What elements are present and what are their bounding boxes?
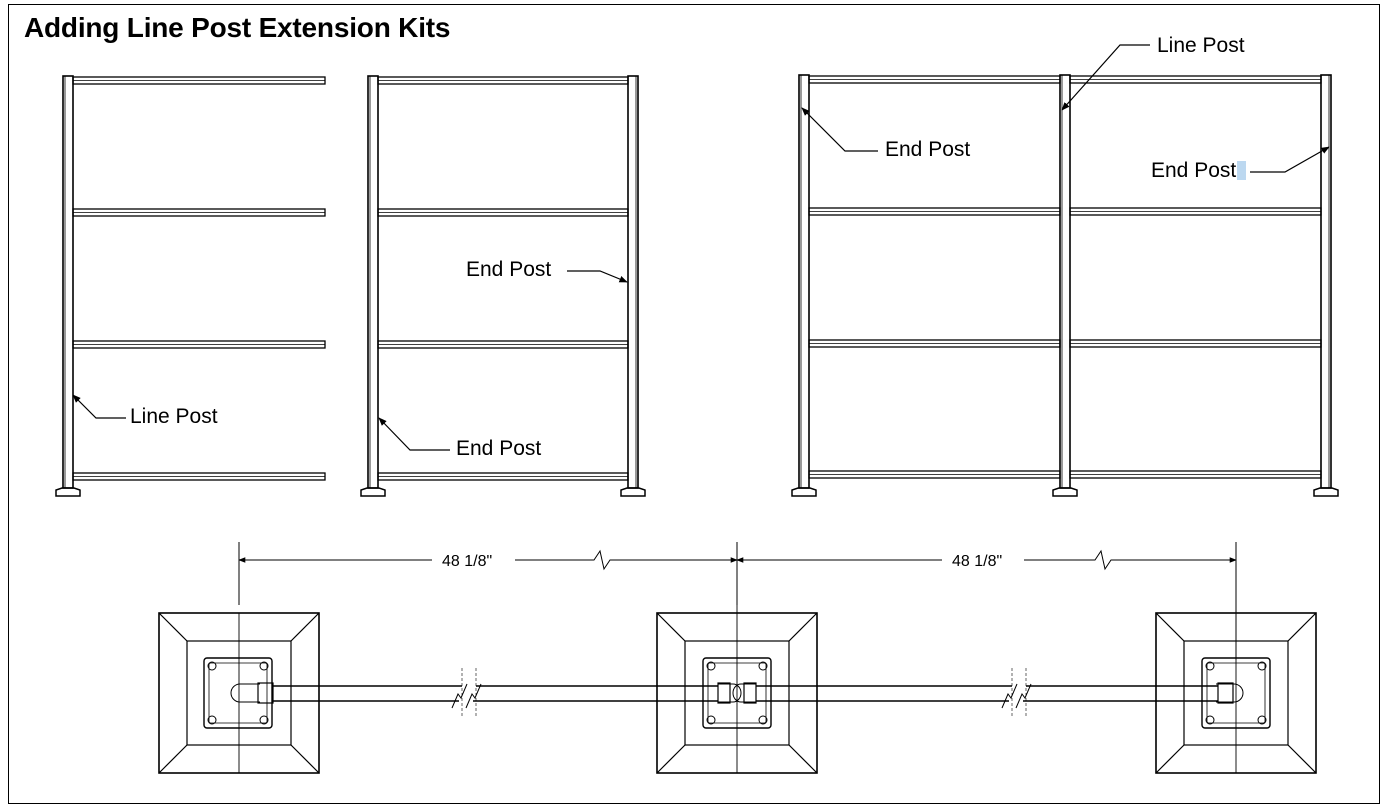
text-selection-highlight: [1237, 161, 1246, 180]
left-panel: Line Post: [55, 75, 326, 497]
right-end-post-right: [1320, 74, 1332, 489]
left-rails: [72, 76, 326, 481]
dimension-row: 48 1/8" 48 1/8": [238, 542, 1237, 660]
right-line-post: [1059, 74, 1071, 489]
plan-rail-right: [743, 668, 1234, 718]
middle-end-post-right: [627, 75, 639, 489]
right-assembly: Line Post End Post End Post: [791, 34, 1339, 497]
left-post-base: [55, 487, 81, 497]
middle-end-post-bottom-leader: [378, 417, 450, 451]
middle-rails: [377, 76, 629, 481]
right-rails: [808, 75, 1322, 479]
right-end-post-right-label: End Post: [1151, 159, 1236, 182]
right-end-post-left-leader: [801, 107, 878, 152]
middle-end-post-right-label: End Post: [466, 258, 551, 281]
dimension-label-left: 48 1/8": [442, 553, 492, 570]
plan-base-right: [1155, 612, 1317, 774]
middle-end-post-left: [367, 75, 379, 489]
left-line-post-leader: [72, 394, 126, 419]
right-line-post-label: Line Post: [1157, 34, 1245, 57]
diagram-frame: [8, 4, 1380, 804]
left-line-post-label: Line Post: [130, 405, 218, 428]
middle-end-post-right-leader: [567, 270, 628, 283]
right-line-post-leader: [1061, 44, 1150, 111]
page-title: Adding Line Post Extension Kits: [24, 12, 451, 43]
middle-end-post-bottom-label: End Post: [456, 437, 541, 460]
right-end-post-right-leader: [1250, 146, 1330, 173]
dimension-label-right: 48 1/8": [952, 553, 1002, 570]
left-line-post: [62, 75, 74, 489]
right-end-post-left-label: End Post: [885, 138, 970, 161]
middle-panel: End Post End Post: [360, 75, 646, 497]
plan-rail-left: [257, 668, 731, 718]
plan-base-middle: [656, 605, 818, 774]
right-end-post-left: [798, 74, 810, 489]
plan-base-left: [158, 612, 320, 774]
